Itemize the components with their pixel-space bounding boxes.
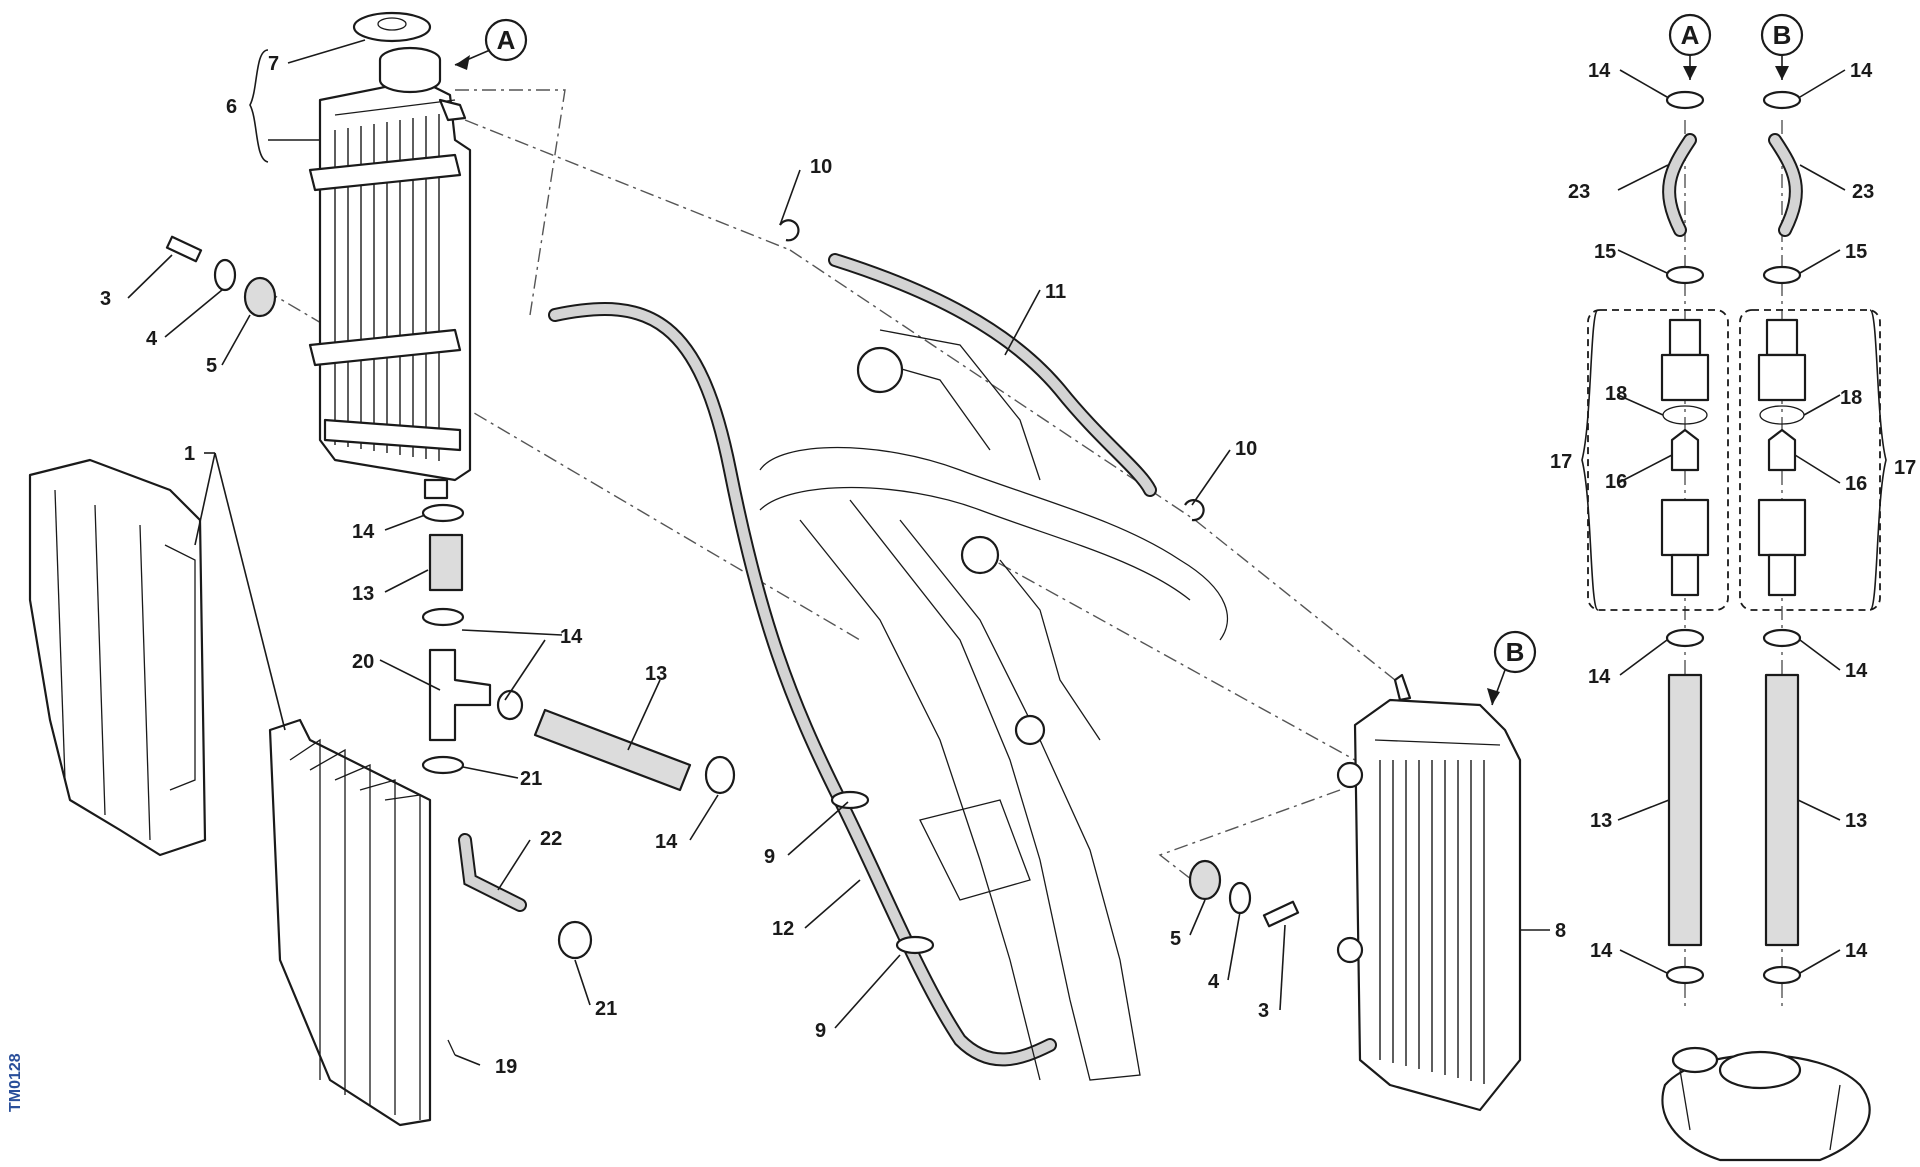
callout-13-col-a: 13 — [1590, 810, 1612, 832]
callout-18-b: 18 — [1840, 387, 1862, 409]
callout-23-a: 23 — [1568, 181, 1590, 203]
diagram-code: TM0128 — [7, 1053, 24, 1112]
callout-5-right: 5 — [1170, 928, 1181, 950]
callout-12: 12 — [772, 918, 794, 940]
callout-1: 1 — [184, 443, 195, 465]
radiator-cap — [352, 11, 442, 94]
right-radiator — [1336, 673, 1522, 1112]
alignment-lines — [264, 89, 1783, 1010]
callout-16-b: 16 — [1845, 473, 1867, 495]
callout-6: 6 — [226, 96, 237, 118]
mount-hardware-left — [165, 235, 277, 318]
callout-3-right: 3 — [1258, 1000, 1269, 1022]
callout-9-a: 9 — [764, 846, 775, 868]
connector-b-right-radiator: B — [1487, 630, 1537, 706]
connector-a-column: A — [1668, 13, 1712, 80]
callout-21-a: 21 — [520, 768, 542, 790]
callout-15-b: 15 — [1845, 241, 1867, 263]
radiator-louver-grille — [268, 718, 432, 1127]
callout-20: 20 — [352, 651, 374, 673]
callout-13-col-b: 13 — [1845, 810, 1867, 832]
callout-18-a: 18 — [1605, 383, 1627, 405]
callout-4-right: 4 — [1208, 971, 1220, 993]
motorcycle-frame — [759, 329, 1228, 1081]
left-radiator-shroud — [28, 458, 207, 857]
svg-text:A: A — [1681, 20, 1700, 50]
connector-a-top: A — [454, 18, 528, 70]
callout-5-left: 5 — [206, 355, 217, 377]
left-radiator — [308, 78, 472, 500]
callout-4-left: 4 — [146, 328, 158, 350]
coupling-assembly-a — [1587, 90, 1729, 985]
callout-14-b: 14 — [560, 626, 583, 648]
svg-text:B: B — [1506, 637, 1525, 667]
callout-8: 8 — [1555, 920, 1566, 942]
connector-b-column: B — [1760, 13, 1804, 80]
callout-14-a: 14 — [352, 521, 375, 543]
callout-9-b: 9 — [815, 1020, 826, 1042]
callout-17-b: 17 — [1894, 457, 1916, 479]
upper-breather-hose — [779, 219, 1205, 522]
callout-14-col-a1: 14 — [1588, 60, 1611, 82]
svg-text:A: A — [497, 25, 516, 55]
callout-13-b: 13 — [645, 663, 667, 685]
callout-17-a: 17 — [1550, 451, 1572, 473]
callout-leaders — [127, 39, 1887, 1066]
callout-14-col-b3: 14 — [1845, 940, 1868, 962]
water-pump-cover — [1661, 1046, 1871, 1162]
callout-15-a: 15 — [1594, 241, 1616, 263]
callout-19: 19 — [495, 1056, 517, 1078]
callout-3-left: 3 — [100, 288, 111, 310]
mount-hardware-right — [1188, 859, 1300, 928]
callout-14-col-b2: 14 — [1845, 660, 1868, 682]
callout-10-b: 10 — [1235, 438, 1257, 460]
left-hoses — [421, 503, 736, 1056]
long-overflow-hose — [548, 302, 1057, 1067]
callout-21-b: 21 — [595, 998, 617, 1020]
callout-23-b: 23 — [1852, 181, 1874, 203]
callout-11: 11 — [1045, 281, 1066, 303]
callout-14-col-b1: 14 — [1850, 60, 1873, 82]
callout-7: 7 — [268, 53, 279, 75]
callout-14-c: 14 — [655, 831, 678, 853]
callout-10-a: 10 — [810, 156, 832, 178]
callout-22: 22 — [540, 828, 562, 850]
callout-labels: 7 6 3 4 5 1 14 13 14 20 13 21 22 14 21 1… — [100, 53, 1916, 1078]
coupling-assembly-b — [1739, 90, 1881, 985]
callout-14-col-a2: 14 — [1588, 666, 1611, 688]
callout-14-col-a3: 14 — [1590, 940, 1613, 962]
svg-text:B: B — [1773, 20, 1792, 50]
callout-16-a: 16 — [1605, 471, 1627, 493]
callout-13-a: 13 — [352, 583, 374, 605]
